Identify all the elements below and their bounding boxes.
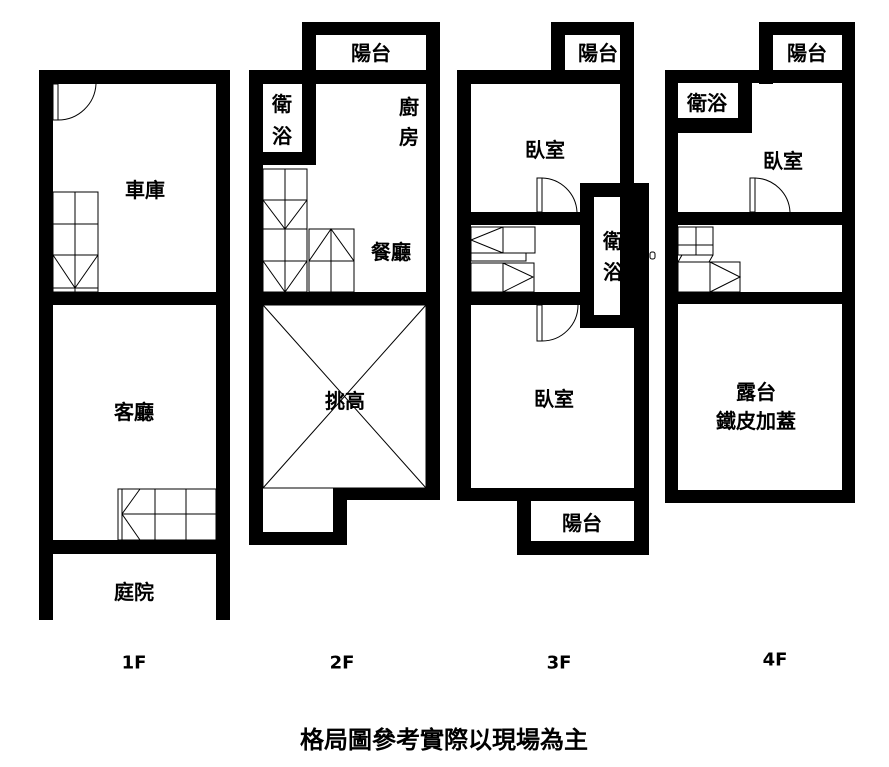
room-label: 衛 (602, 229, 623, 253)
room-label: 露台 (736, 380, 776, 404)
room-label: 陽台 (351, 41, 391, 65)
floor-label-1f: 1F (122, 653, 147, 674)
room-label: 陽台 (562, 511, 602, 535)
floor-4f-plan: 陽台 衛浴 臥室 露台 鐵皮加蓋 (665, 22, 855, 503)
stairs-icon (677, 226, 742, 293)
floor-3f-plan: 陽台 臥室 衛 浴 臥室 陽台 (457, 22, 656, 555)
void-cross-icon (262, 304, 427, 489)
floor-2f-plan: 陽台 衛 浴 廚 房 餐廳 挑高 (249, 22, 440, 545)
room-label: 餐廳 (371, 240, 411, 264)
stairs-icon (469, 226, 536, 293)
room-label: 陽台 (578, 41, 618, 65)
stairs-icon (262, 168, 355, 293)
room-label: 臥室 (525, 138, 565, 162)
room-label: 廚 (399, 95, 419, 119)
room-label: 庭院 (114, 580, 154, 604)
floor-label-3f: 3F (547, 653, 572, 674)
door-icon (536, 177, 578, 213)
door-icon (52, 83, 97, 121)
stairs-icon (52, 191, 99, 293)
door-icon (536, 304, 579, 342)
room-label: 鐵皮加蓋 (716, 409, 796, 433)
floor-1f-plan: 車庫 客廳 庭院 (39, 70, 230, 620)
room-label: 浴 (272, 124, 293, 148)
room-label: 客廳 (113, 400, 154, 424)
stairs-icon (117, 488, 217, 541)
room-label: 車庫 (125, 178, 165, 202)
room-label: 陽台 (787, 41, 827, 65)
marker-icon (649, 251, 656, 260)
room-label: 浴 (603, 260, 624, 284)
room-label: 衛 (271, 92, 292, 116)
room-label: 挑高 (325, 389, 365, 413)
room-label: 臥室 (534, 387, 574, 411)
room-label: 房 (399, 125, 419, 149)
footer-disclaimer: 格局圖參考實際以現場為主 (300, 726, 588, 754)
door-icon (749, 177, 791, 213)
room-label: 衛浴 (686, 91, 728, 115)
floor-label-4f: 4F (763, 650, 788, 671)
room-label: 臥室 (763, 149, 803, 173)
floor-label-2f: 2F (330, 653, 355, 674)
